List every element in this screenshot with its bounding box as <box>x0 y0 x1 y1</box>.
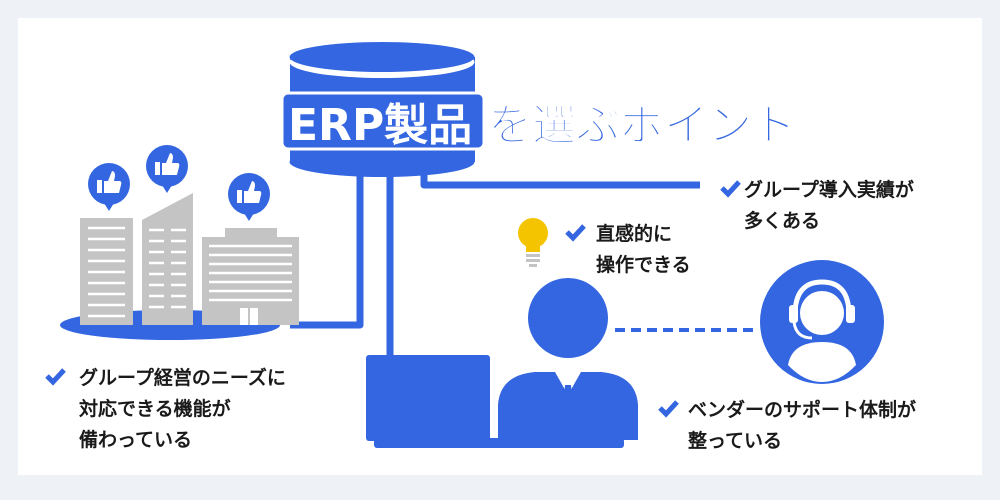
thumbs-up-icon <box>88 163 130 211</box>
check-icon <box>45 368 66 386</box>
title-highlight-box <box>280 91 486 151</box>
buildings-illustration <box>60 193 299 340</box>
thumbs-up-icon <box>228 173 270 221</box>
point-item-group-management: グループ経営のニーズに 対応できる機能が 備わっている <box>45 366 286 451</box>
laptop-illustration <box>366 355 624 448</box>
point-item-intuitive: 直感的に 操作できる <box>565 222 691 276</box>
point-text: 多くある <box>744 209 820 232</box>
check-icon <box>565 224 586 242</box>
thumbs-up-icon <box>146 145 188 193</box>
headset-operator-icon <box>760 260 884 384</box>
point-text: グループ経営のニーズに <box>79 366 286 389</box>
lightbulb-icon <box>518 218 548 267</box>
page-title: を選ぶポイント <box>488 100 796 151</box>
point-text: 操作できる <box>596 253 691 276</box>
point-text: 対応できる機能が <box>78 397 231 420</box>
title-highlight: ERP製品 <box>288 100 472 151</box>
point-text: 整っている <box>688 429 782 452</box>
point-text: グループ導入実績が <box>744 178 914 201</box>
check-icon <box>658 400 679 418</box>
point-text: 直感的に <box>596 222 672 245</box>
point-text: ベンダーのサポート体制が <box>688 398 916 421</box>
point-item-group-track-record: グループ導入実績が 多くある <box>720 178 914 232</box>
point-item-vendor-support: ベンダーのサポート体制が 整っている <box>658 398 916 452</box>
user-illustration <box>498 278 638 440</box>
check-icon <box>720 180 741 198</box>
point-text: 備わっている <box>79 428 192 451</box>
